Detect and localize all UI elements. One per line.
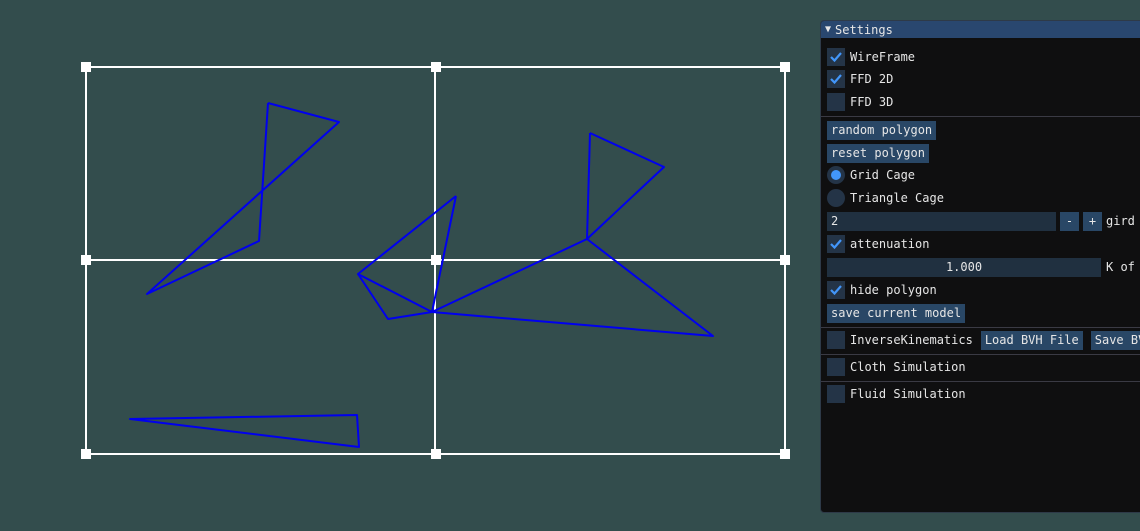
triangle-cage-radio[interactable]	[827, 189, 845, 207]
control-point[interactable]	[431, 449, 441, 459]
wireframe-label: WireFrame	[850, 50, 916, 64]
checkmark-icon	[830, 74, 842, 85]
control-point[interactable]	[81, 255, 91, 265]
grid-cage-label: Grid Cage	[850, 168, 916, 182]
grid-size-label: gird	[1106, 214, 1135, 228]
k-label: K of	[1106, 260, 1135, 274]
fluid-label: Fluid Simulation	[850, 387, 966, 401]
ffd2d-row[interactable]: FFD 2D	[827, 69, 893, 89]
checkmark-icon	[830, 239, 842, 250]
ffd-viewport[interactable]	[0, 0, 820, 531]
wireframe-polygon	[129, 102, 714, 448]
hide-polygon-row[interactable]: hide polygon	[827, 280, 937, 300]
attenuation-label: attenuation	[850, 237, 930, 251]
random-polygon-button[interactable]: random polygon	[827, 120, 937, 140]
control-point[interactable]	[81, 449, 91, 459]
ffd3d-checkbox[interactable]	[827, 93, 845, 111]
fluid-checkbox[interactable]	[827, 385, 845, 403]
grid-cage-radio[interactable]	[827, 166, 845, 184]
ffd3d-label: FFD 3D	[850, 95, 894, 109]
fluid-row[interactable]: Fluid Simulation	[827, 384, 966, 404]
separator	[821, 116, 1140, 117]
inverse-kinematics-row[interactable]: InverseKinematics Load BVH File Save BV	[827, 330, 1140, 350]
control-point[interactable]	[780, 255, 790, 265]
grid-cage-row[interactable]: Grid Cage	[827, 165, 915, 185]
triangle-down-icon[interactable]: ▼	[825, 24, 832, 35]
settings-panel: ▼ Settings WireFrame FFD 2D FFD 3D rando…	[820, 20, 1140, 513]
ffd2d-label: FFD 2D	[850, 72, 894, 86]
control-point[interactable]	[431, 62, 441, 72]
wireframe-row[interactable]: WireFrame	[827, 47, 915, 67]
wireframe-checkbox[interactable]	[827, 48, 845, 66]
control-point[interactable]	[431, 255, 441, 265]
ffd3d-row[interactable]: FFD 3D	[827, 92, 893, 112]
polygon-triangle	[586, 132, 665, 240]
save-bvh-button[interactable]: Save BV	[1090, 330, 1140, 350]
polygon-triangle	[357, 273, 433, 320]
inverse-kinematics-label: InverseKinematics	[850, 333, 973, 347]
separator	[821, 381, 1140, 382]
triangle-cage-label: Triangle Cage	[850, 191, 944, 205]
separator	[821, 354, 1140, 355]
attenuation-checkbox[interactable]	[827, 235, 845, 253]
polygon-triangle	[129, 414, 360, 448]
settings-title: Settings	[835, 22, 893, 37]
control-point[interactable]	[780, 62, 790, 72]
attenuation-row[interactable]: attenuation	[827, 234, 929, 254]
radio-selected-icon	[831, 170, 841, 180]
k-value-slider[interactable]: 1.000	[827, 257, 1101, 277]
separator	[821, 327, 1140, 328]
polygon-triangle	[357, 195, 457, 313]
hide-polygon-checkbox[interactable]	[827, 281, 845, 299]
control-point[interactable]	[780, 449, 790, 459]
control-point[interactable]	[81, 62, 91, 72]
triangle-cage-row[interactable]: Triangle Cage	[827, 188, 944, 208]
cloth-checkbox[interactable]	[827, 358, 845, 376]
save-model-button[interactable]: save current model	[827, 303, 966, 323]
hide-polygon-label: hide polygon	[850, 283, 937, 297]
checkmark-icon	[830, 52, 842, 63]
grid-decrement-button[interactable]: -	[1060, 211, 1079, 231]
polygon-triangle	[431, 238, 714, 337]
grid-size-input[interactable]: 2	[827, 211, 1056, 231]
cloth-row[interactable]: Cloth Simulation	[827, 357, 966, 377]
ffd2d-checkbox[interactable]	[827, 70, 845, 88]
reset-polygon-button[interactable]: reset polygon	[827, 143, 929, 163]
inverse-kinematics-checkbox[interactable]	[827, 331, 845, 349]
polygon-triangle	[146, 102, 340, 295]
load-bvh-button[interactable]: Load BVH File	[980, 330, 1083, 350]
grid-increment-button[interactable]: +	[1083, 211, 1102, 231]
settings-titlebar[interactable]: ▼ Settings	[821, 21, 1140, 38]
cloth-label: Cloth Simulation	[850, 360, 966, 374]
checkmark-icon	[830, 285, 842, 296]
